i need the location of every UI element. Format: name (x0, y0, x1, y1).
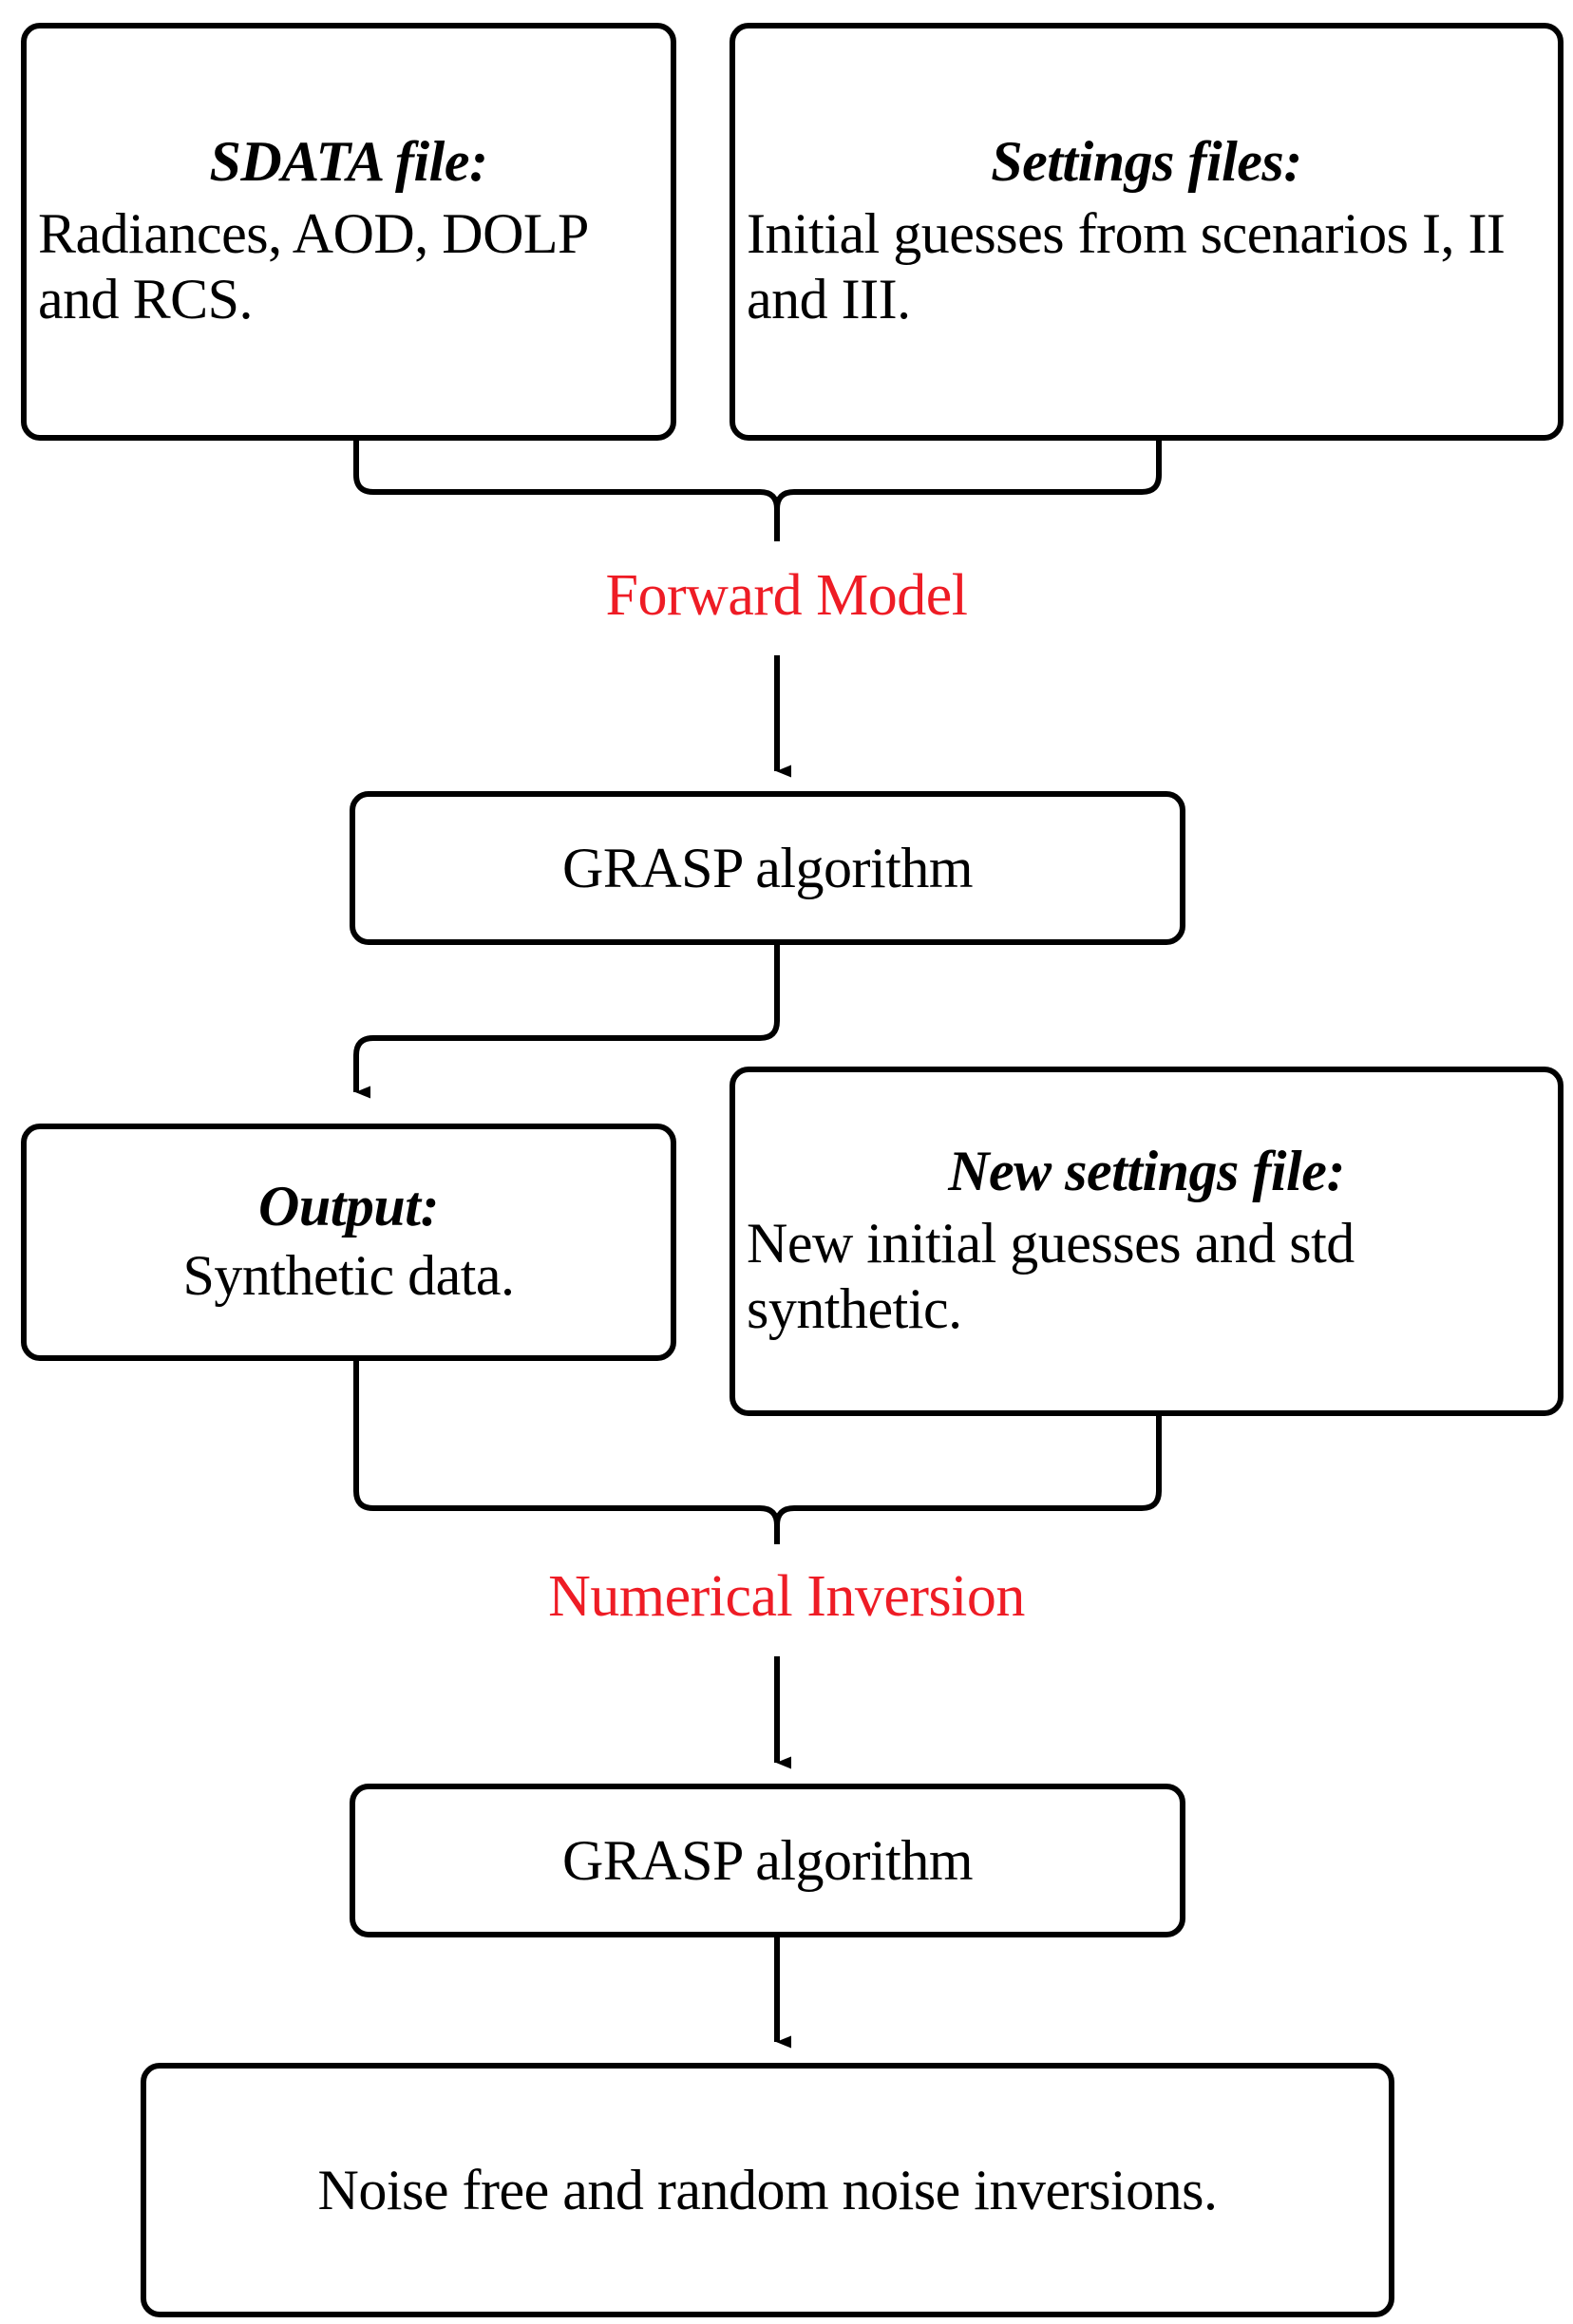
node-sdata-file-title: SDATA file: (209, 129, 488, 193)
node-new-settings-file[interactable]: New settings file: New initial guesses a… (730, 1067, 1564, 1416)
node-grasp-algorithm-forward-label: GRASP algorithm (562, 836, 973, 899)
node-grasp-algorithm-forward[interactable]: GRASP algorithm (350, 791, 1185, 945)
node-inversion-results-label: Noise free and random noise inversions. (317, 2158, 1218, 2221)
node-settings-files-title: Settings files: (991, 129, 1302, 193)
node-grasp-algorithm-inversion-label: GRASP algorithm (562, 1828, 973, 1892)
edge-grasp1-to-output (353, 945, 780, 1099)
node-sdata-file-body: Radiances, AOD, DOLP and RCS. (38, 202, 587, 331)
node-output-body: Synthetic data. (182, 1243, 515, 1307)
node-new-settings-file-body: New initial guesses and std synthetic. (747, 1212, 1355, 1340)
node-output[interactable]: Output: Synthetic data. (21, 1124, 676, 1361)
node-settings-files[interactable]: Settings files: Initial guesses from sce… (730, 23, 1564, 441)
edge-label-numerical-inversion: Numerical Inversion (548, 1564, 1025, 1629)
edge-label-forward-model: Forward Model (605, 563, 968, 628)
edge-output-newset-to-grasp2 (353, 1361, 1162, 1769)
node-grasp-algorithm-inversion[interactable]: GRASP algorithm (350, 1784, 1185, 1937)
node-new-settings-file-title: New settings file: (948, 1139, 1345, 1202)
node-sdata-file[interactable]: SDATA file: Radiances, AOD, DOLP and RCS… (21, 23, 676, 441)
node-output-title: Output: (258, 1175, 439, 1238)
edge-inputs-to-grasp1 (353, 441, 1162, 778)
node-inversion-results[interactable]: Noise free and random noise inversions. (141, 2063, 1394, 2317)
node-settings-files-body: Initial guesses from scenarios I, II and… (747, 202, 1506, 331)
